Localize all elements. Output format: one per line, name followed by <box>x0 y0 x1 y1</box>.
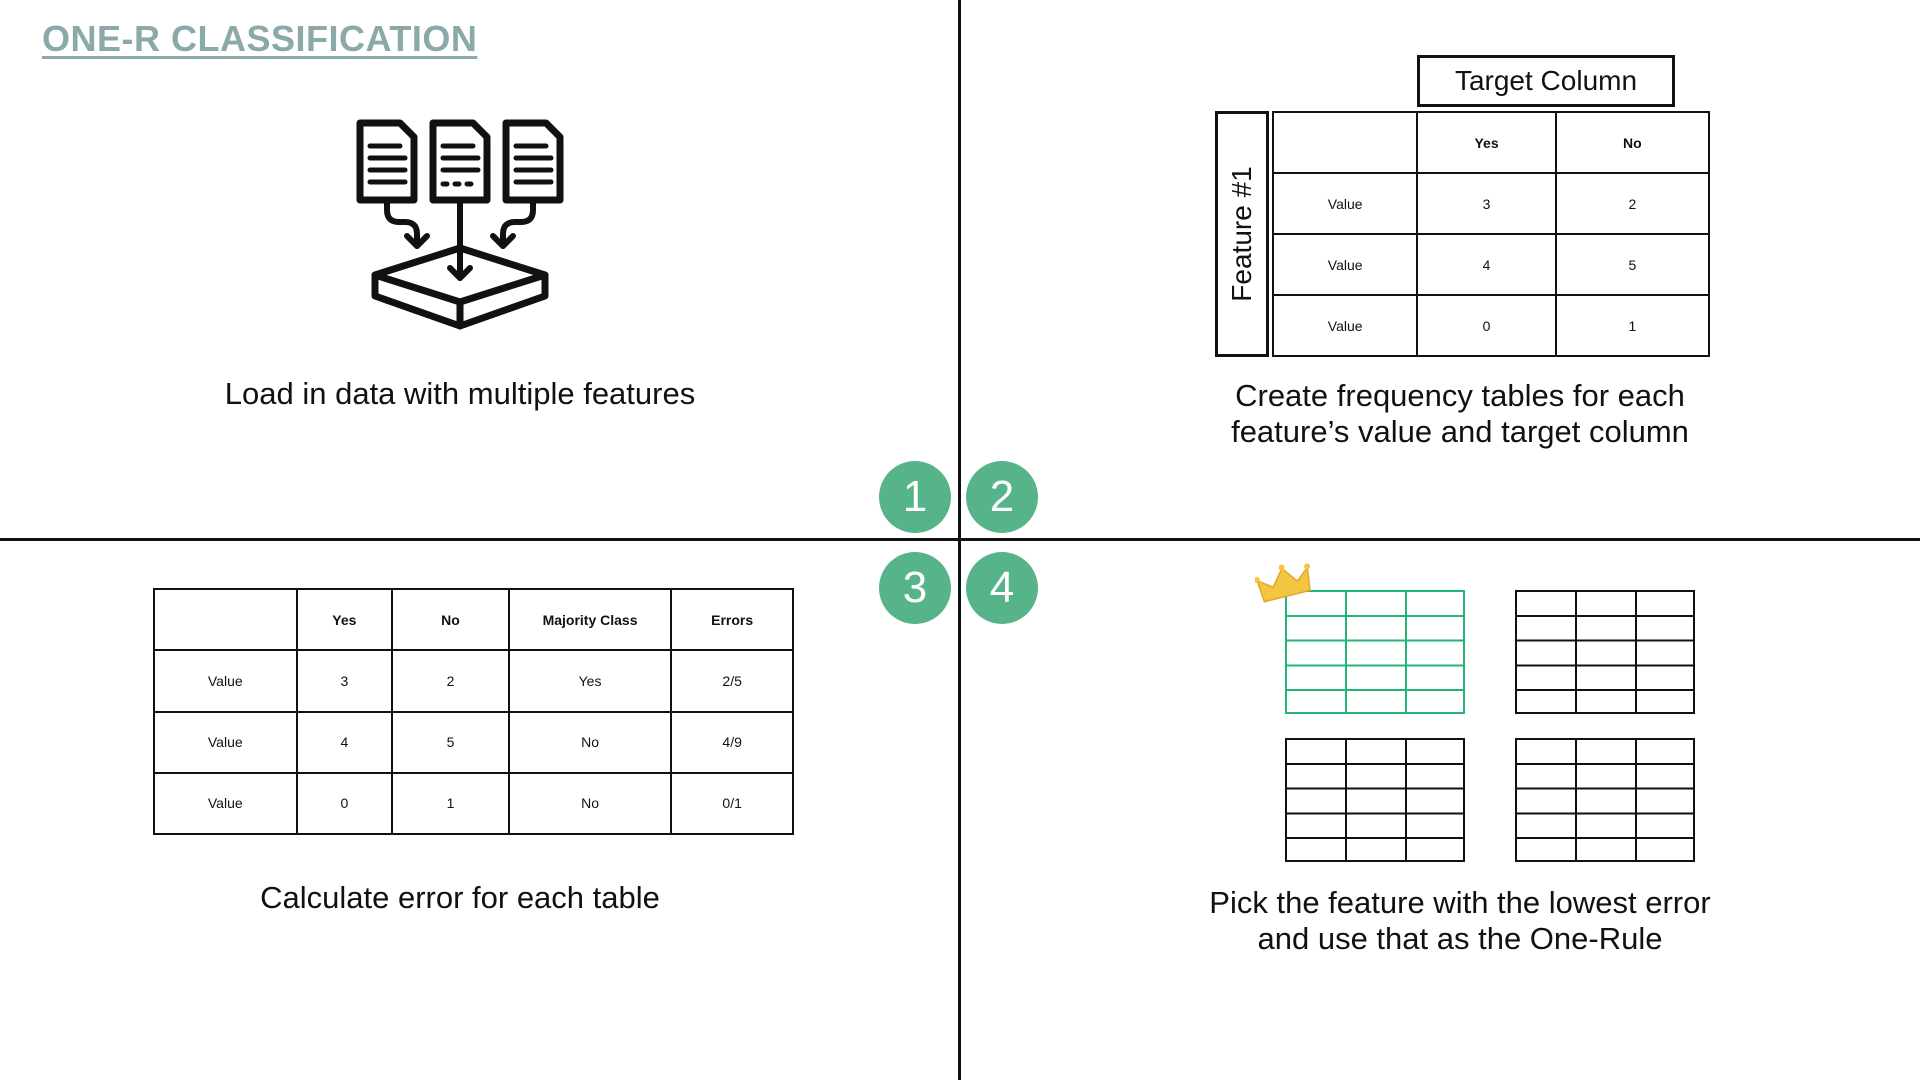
step-4-caption-line: Pick the feature with the lowest error <box>1209 885 1711 920</box>
table-row: Value 0 1 <box>1271 294 1711 357</box>
table-row: Value 4 5 <box>1271 233 1711 296</box>
table-header-row: Yes No Majority Class Errors <box>153 587 794 652</box>
step-2-caption: Create frequency tables for each feature… <box>1160 378 1760 450</box>
step-2-caption-line: feature’s value and target column <box>1231 414 1689 449</box>
feature-label: Feature #1 <box>1226 166 1257 302</box>
step-badge-3: 3 <box>879 552 951 624</box>
table-header-row: Yes No <box>1271 111 1711 174</box>
table-cell: 5 <box>391 710 510 774</box>
table-cell: 4 <box>295 710 394 774</box>
table-row: Value 4 5 No 4/9 <box>153 710 794 774</box>
header-cell: Errors <box>670 587 794 652</box>
table-cell: Yes <box>507 649 673 713</box>
step-badge-2: 2 <box>966 461 1038 533</box>
table-cell: 0 <box>295 771 394 836</box>
step-2-caption-line: Create frequency tables for each <box>1235 378 1685 413</box>
header-cell: No <box>1554 111 1711 174</box>
table-cell: 2 <box>391 649 510 713</box>
step-badge-1: 1 <box>879 461 951 533</box>
table-row: Value 0 1 No 0/1 <box>153 771 794 836</box>
step-4-caption-line: and use that as the One-Rule <box>1257 921 1663 956</box>
table-cell: 3 <box>1416 172 1557 235</box>
table-cell: Value <box>153 771 298 836</box>
table-cell: 3 <box>295 649 394 713</box>
table-cell: 2 <box>1554 172 1711 235</box>
candidate-table-icon <box>1515 738 1695 862</box>
table-cell: Value <box>153 710 298 774</box>
table-cell: 0/1 <box>670 771 794 836</box>
table-row: Value 3 2 <box>1271 172 1711 235</box>
table-cell: 2/5 <box>670 649 794 713</box>
header-cell: No <box>391 587 510 652</box>
header-cell <box>153 587 298 652</box>
documents-merge-icon <box>356 119 564 330</box>
table-cell: No <box>507 771 673 836</box>
table-cell: Value <box>1271 294 1419 357</box>
header-cell: Yes <box>1416 111 1557 174</box>
step-4-caption: Pick the feature with the lowest error a… <box>1110 885 1810 957</box>
candidate-table-icon <box>1285 738 1465 862</box>
target-column-label: Target Column <box>1417 55 1675 107</box>
table-cell: Value <box>1271 233 1419 296</box>
step-3-caption: Calculate error for each table <box>260 880 660 915</box>
header-cell <box>1271 111 1419 174</box>
crown-icon <box>1255 563 1311 603</box>
table-cell: No <box>507 710 673 774</box>
table-cell: 5 <box>1554 233 1711 296</box>
table-cell: 4/9 <box>670 710 794 774</box>
feature-label-box <box>1215 111 1269 357</box>
winning-table-icon <box>1285 590 1465 714</box>
step-badge-4: 4 <box>966 552 1038 624</box>
table-cell: 1 <box>1554 294 1711 357</box>
page-title: ONE-R CLASSIFICATION <box>42 18 478 59</box>
header-cell: Yes <box>295 587 394 652</box>
header-cell: Majority Class <box>507 587 673 652</box>
table-cell: Value <box>1271 172 1419 235</box>
horizontal-divider <box>0 538 1920 541</box>
error-table: Yes No Majority Class Errors Value 3 2 Y… <box>153 587 794 836</box>
table-cell: Value <box>153 649 298 713</box>
table-cell: 4 <box>1416 233 1557 296</box>
step-1-caption: Load in data with multiple features <box>224 376 696 411</box>
table-cell: 0 <box>1416 294 1557 357</box>
candidate-table-icon <box>1515 590 1695 714</box>
frequency-table: Yes No Value 3 2 Value 4 5 Value 0 1 <box>1271 111 1711 357</box>
table-row: Value 3 2 Yes 2/5 <box>153 649 794 713</box>
table-cell: 1 <box>391 771 510 836</box>
